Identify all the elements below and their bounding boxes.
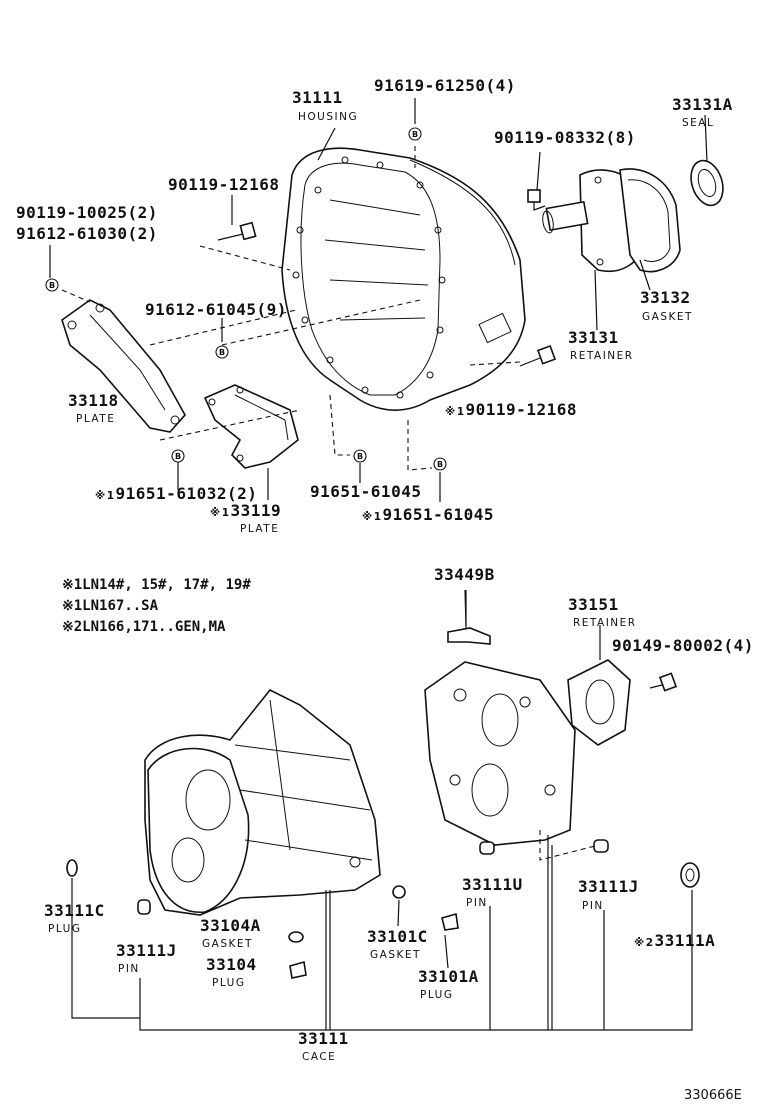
label-33449B[interactable]: 33449B xyxy=(434,565,495,584)
footer-code: 330666E xyxy=(684,1088,742,1103)
bolt-marker: B xyxy=(215,345,229,359)
label-31111[interactable]: 31111 xyxy=(292,88,343,107)
name-gasket-33104A: GASKET xyxy=(202,938,253,950)
spring-33449B-shape[interactable] xyxy=(447,590,491,645)
label-90119-12168-upper[interactable]: 90119-12168 xyxy=(168,175,280,194)
label-33151[interactable]: 33151 xyxy=(568,595,619,614)
label-33132[interactable]: 33132 xyxy=(640,288,691,307)
seal-33111A-shape[interactable] xyxy=(680,862,700,888)
case-rear-plate[interactable] xyxy=(424,661,576,846)
bolt-90119-12168-upper[interactable] xyxy=(217,221,257,241)
label-90149-80002[interactable]: 90149-80002(4) xyxy=(612,636,754,655)
name-plug-33101A: PLUG xyxy=(420,989,454,1001)
pin-33111J-right-shape[interactable] xyxy=(593,839,609,853)
plug-33111C-shape[interactable] xyxy=(66,859,78,877)
gasket-33101C-shape[interactable] xyxy=(392,885,406,899)
label-91612-61030[interactable]: 91612-61030(2) xyxy=(16,224,158,243)
name-plug-33111C: PLUG xyxy=(48,923,82,935)
name-seal: SEAL xyxy=(682,117,715,129)
label-90119-10025[interactable]: 90119-10025(2) xyxy=(16,203,158,222)
bolt-marker: B xyxy=(45,278,59,292)
gasket-33104A-shape[interactable] xyxy=(288,931,304,943)
plate-33119-shape[interactable] xyxy=(203,384,299,469)
bolt-marker: B xyxy=(353,449,367,463)
svg-text:B: B xyxy=(49,281,55,290)
svg-text:B: B xyxy=(219,348,225,357)
name-retainer-33131: RETAINER xyxy=(570,350,634,362)
bolt-90119-08332[interactable] xyxy=(527,189,546,211)
name-housing: HOUSING xyxy=(298,111,359,123)
clutch-housing-31111[interactable] xyxy=(281,147,526,411)
name-retainer-33151: RETAINER xyxy=(573,617,637,629)
dashed-assembly-lines xyxy=(61,146,596,861)
retainer-33151-shape[interactable] xyxy=(567,659,631,746)
name-pin-33111J-left: PIN xyxy=(118,963,140,975)
label-91612-61045[interactable]: 91612-61045(9) xyxy=(145,300,287,319)
plug-33104-shape[interactable] xyxy=(289,960,307,979)
bolt-marker: B xyxy=(433,457,447,471)
label-33111C[interactable]: 33111C xyxy=(44,901,105,920)
label-33111U[interactable]: 33111U xyxy=(462,875,523,894)
label-33111A[interactable]: ※233111A xyxy=(634,931,716,950)
label-91619-61250[interactable]: 91619-61250(4) xyxy=(374,76,516,95)
label-33131A[interactable]: 33131A xyxy=(672,95,733,114)
label-33104A[interactable]: 33104A xyxy=(200,916,261,935)
svg-text:B: B xyxy=(175,452,181,461)
label-33111J-right[interactable]: 33111J xyxy=(578,877,639,896)
label-33101C[interactable]: 33101C xyxy=(367,927,428,946)
label-33118[interactable]: 33118 xyxy=(68,391,119,410)
label-33131[interactable]: 33131 xyxy=(568,328,619,347)
note-line-1: ※1LN14#, 15#, 17#, 19# xyxy=(62,577,251,593)
transmission-case-33111[interactable] xyxy=(144,688,381,916)
name-gasket-33132: GASKET xyxy=(642,311,693,323)
name-plate-33118: PLATE xyxy=(76,413,116,425)
label-33111[interactable]: 33111 xyxy=(298,1029,349,1048)
name-case-33111: CACE xyxy=(302,1051,337,1063)
bolt-marker: B xyxy=(408,127,422,141)
pin-33111U-shape[interactable] xyxy=(479,841,495,855)
label-91651-61045-a[interactable]: 91651-61045 xyxy=(310,482,422,501)
gasket-33132-shape[interactable] xyxy=(619,168,681,273)
label-33104[interactable]: 33104 xyxy=(206,955,257,974)
bolt-marker: B xyxy=(171,449,185,463)
seal-33131A-shape[interactable] xyxy=(686,156,729,209)
label-91651-61032[interactable]: ※191651-61032(2) xyxy=(95,484,258,503)
label-90119-12168-lower[interactable]: ※190119-12168 xyxy=(445,400,577,419)
svg-text:B: B xyxy=(412,130,418,139)
bolt-markers: B B B B B B xyxy=(45,127,447,471)
name-gasket-33101C: GASKET xyxy=(370,949,421,961)
plug-33101A-shape[interactable] xyxy=(441,912,459,931)
note-line-2: ※1LN167..SA xyxy=(62,598,159,614)
label-90119-08332[interactable]: 90119-08332(8) xyxy=(494,128,636,147)
plate-33118-shape[interactable] xyxy=(61,299,186,433)
label-33101A[interactable]: 33101A xyxy=(418,967,479,986)
bolt-90119-12168-lower[interactable] xyxy=(519,345,556,367)
pin-33111J-left-shape[interactable] xyxy=(137,899,151,915)
svg-text:B: B xyxy=(357,452,363,461)
bolt-90149-80002[interactable] xyxy=(649,672,678,692)
svg-text:B: B xyxy=(437,460,443,469)
label-91651-61045-b[interactable]: ※191651-61045 xyxy=(362,505,494,524)
label-33119[interactable]: ※133119 xyxy=(210,501,282,520)
name-plate-33119: PLATE xyxy=(240,523,280,535)
leader-lines xyxy=(49,98,708,1031)
name-pin-33111J-right: PIN xyxy=(582,900,604,912)
name-pin-33111U: PIN xyxy=(466,897,488,909)
label-33111J-left[interactable]: 33111J xyxy=(116,941,177,960)
name-plug-33104: PLUG xyxy=(212,977,246,989)
note-line-3: ※2LN166,171..GEN,MA xyxy=(62,619,226,635)
